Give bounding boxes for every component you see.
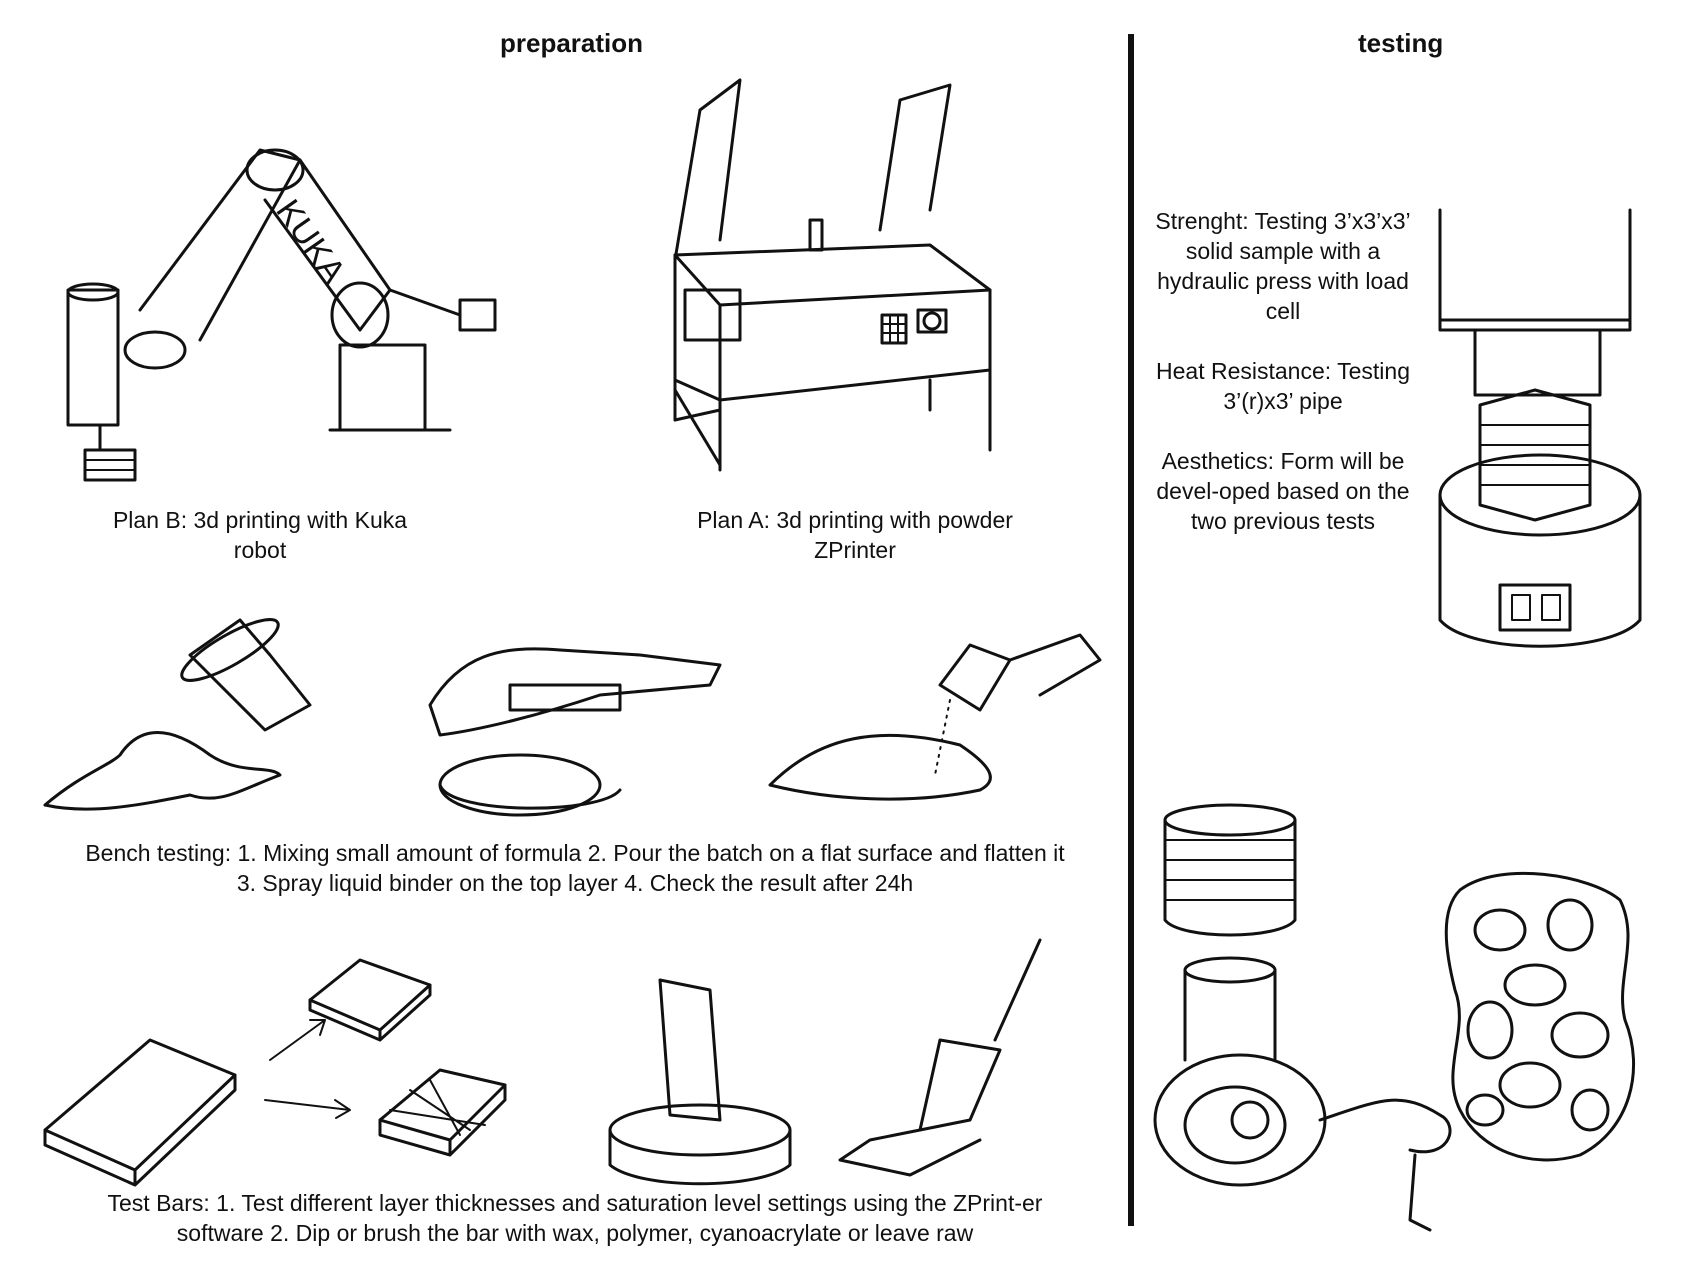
caption-plan-b: Plan B: 3d printing with Kuka robot (112, 507, 408, 563)
test-bars-sketch (43, 938, 1042, 1187)
caption-test-bars: Test Bars: 1. Test different layer thick… (107, 1190, 1043, 1246)
kuka-robot-sketch: KUKA (66, 148, 497, 482)
test-aesthetics: Aesthetics: Form will be devel-oped base… (1156, 448, 1410, 534)
caption-plan-a: Plan A: 3d printing with powder ZPrinter (697, 507, 1013, 563)
heading-testing: testing (1358, 28, 1444, 58)
test-strength: Strenght: Testing 3’x3’x3’ solid sample … (1155, 208, 1411, 324)
kuka-label: KUKA (268, 193, 352, 291)
heat-gun-sketch (1153, 803, 1452, 1232)
hydraulic-press-sketch (1438, 208, 1642, 648)
caption-bench-testing: Bench testing: 1. Mixing small amount of… (85, 840, 1065, 896)
test-heat: Heat Resistance: Testing 3’(r)x3’ pipe (1156, 358, 1410, 414)
heading-preparation: preparation (500, 28, 644, 58)
testing-descriptions: Strenght: Testing 3’x3’x3’ solid sample … (1148, 206, 1418, 566)
organic-form-sketch (1444, 871, 1636, 1162)
bench-testing-sketch (43, 618, 1102, 817)
zprinter-sketch (673, 78, 992, 472)
section-divider (1128, 34, 1134, 1226)
